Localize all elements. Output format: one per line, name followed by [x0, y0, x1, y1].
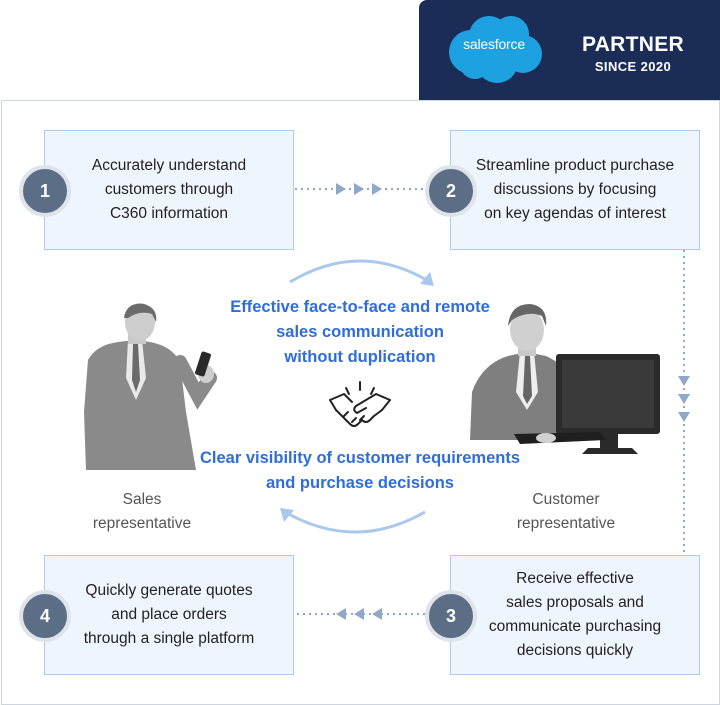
- curved-arrow-bottom: [280, 508, 426, 534]
- role-label-line: Customer: [532, 491, 600, 508]
- handshake-icon: [329, 381, 391, 427]
- connector-1-to-2: [295, 183, 426, 195]
- step-3-line: decisions quickly: [516, 642, 634, 659]
- role-label-line: Sales: [122, 491, 162, 508]
- step-2-box: Streamline product purchase discussions …: [450, 130, 700, 250]
- step-2-line: discussions by focusing: [493, 181, 657, 198]
- step-1-line: customers through: [104, 181, 234, 198]
- salesforce-wordmark: salesforce: [463, 36, 525, 52]
- center-caption-top-line: sales communication: [276, 323, 444, 341]
- partner-badge: salesforce PARTNER SINCE 2020: [419, 0, 720, 100]
- customer-representative-illustration: [470, 304, 660, 454]
- step-3-line: communicate purchasing: [488, 618, 662, 635]
- connector-3-to-4: [297, 608, 426, 620]
- partner-title: PARTNER: [581, 33, 685, 56]
- connector-2-to-3: [678, 250, 690, 552]
- center-caption-top-line: Effective face-to-face and remote: [230, 298, 490, 316]
- step-4-line: through a single platform: [83, 630, 255, 647]
- step-2-line: on key agendas of interest: [484, 205, 666, 222]
- partner-since: SINCE 2020: [594, 59, 672, 74]
- customer-representative-label: Customer representative: [496, 488, 636, 536]
- step-1-box: Accurately understand customers through …: [44, 130, 294, 250]
- step-4-line: and place orders: [111, 606, 227, 623]
- step-1-number: 1: [19, 165, 71, 217]
- role-label-line: representative: [92, 515, 192, 532]
- step-3-line: Receive effective: [516, 570, 634, 587]
- sales-representative-illustration: [84, 303, 217, 470]
- center-caption-bottom-line: Clear visibility of customer requirement…: [199, 449, 521, 467]
- center-caption-bottom-line: and purchase decisions: [266, 474, 454, 492]
- curved-arrow-top: [289, 259, 434, 286]
- center-caption-bottom: Clear visibility of customer requirement…: [180, 446, 540, 496]
- step-3-box: Receive effective sales proposals and co…: [450, 555, 700, 675]
- center-caption-top-line: without duplication: [284, 348, 436, 366]
- role-label-line: representative: [516, 515, 616, 532]
- step-4-box: Quickly generate quotes and place orders…: [44, 555, 294, 675]
- step-2-number: 2: [425, 165, 477, 217]
- salesforce-cloud-logo: [449, 16, 542, 83]
- step-3-number: 3: [425, 590, 477, 642]
- step-4-number: 4: [19, 590, 71, 642]
- step-1-line: C360 information: [109, 205, 229, 222]
- center-caption-top: Effective face-to-face and remote sales …: [200, 295, 520, 370]
- step-1-line: Accurately understand: [91, 157, 247, 174]
- step-4-line: Quickly generate quotes: [85, 582, 253, 599]
- sales-representative-label: Sales representative: [72, 488, 212, 536]
- step-3-line: sales proposals and: [506, 594, 644, 611]
- step-2-line: Streamline product purchase: [475, 157, 675, 174]
